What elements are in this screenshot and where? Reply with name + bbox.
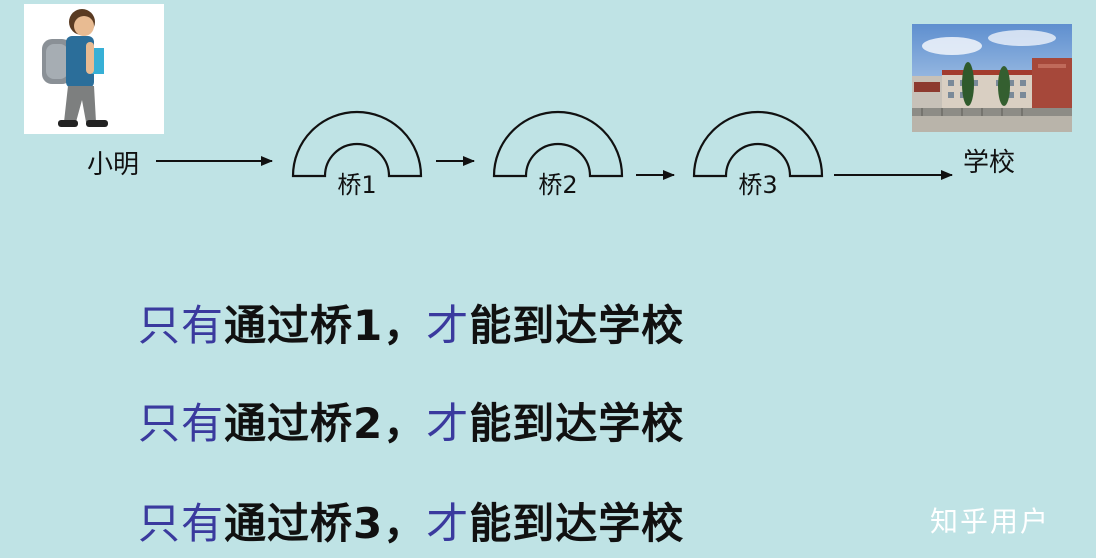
- bridge-1: 桥1: [291, 110, 423, 199]
- sentence-1-prefix: 只有: [138, 301, 225, 350]
- sentence-2-suffix: 能到达学校: [469, 399, 685, 448]
- bridge-3: 桥3: [692, 110, 824, 199]
- sentence-1-key: 才: [426, 301, 470, 350]
- sentence-2-key: 才: [426, 399, 470, 448]
- sentence-2: 只有通过桥2，才能到达学校: [138, 390, 684, 451]
- sentence-1-suffix: 能到达学校: [469, 301, 685, 350]
- sentence-1-middle: 通过桥1，: [224, 301, 427, 350]
- bridge-1-label: 桥1: [337, 171, 376, 199]
- student-image: [24, 4, 164, 134]
- bridge-2-label: 桥2: [538, 171, 577, 199]
- sentence-3-suffix: 能到达学校: [469, 499, 685, 548]
- sentence-3-middle: 通过桥3，: [224, 499, 427, 548]
- start-label: 小明: [87, 150, 139, 180]
- sentence-3-key: 才: [426, 499, 470, 548]
- sentence-1: 只有通过桥1，才能到达学校: [138, 292, 684, 353]
- sentence-2-prefix: 只有: [138, 399, 225, 448]
- end-label: 学校: [963, 148, 1015, 178]
- sentence-2-middle: 通过桥2，: [224, 399, 427, 448]
- zhihu-watermark: 知乎用户: [930, 505, 1051, 538]
- bridge-3-label: 桥3: [738, 171, 777, 199]
- bridge-2: 桥2: [492, 110, 624, 199]
- sentence-3-prefix: 只有: [138, 499, 225, 548]
- school-image: [912, 24, 1072, 132]
- sentence-3: 只有通过桥3，才能到达学校: [138, 490, 684, 551]
- bridge-flow-diagram: 小明 桥1 桥2 桥3 学校: [87, 110, 1015, 199]
